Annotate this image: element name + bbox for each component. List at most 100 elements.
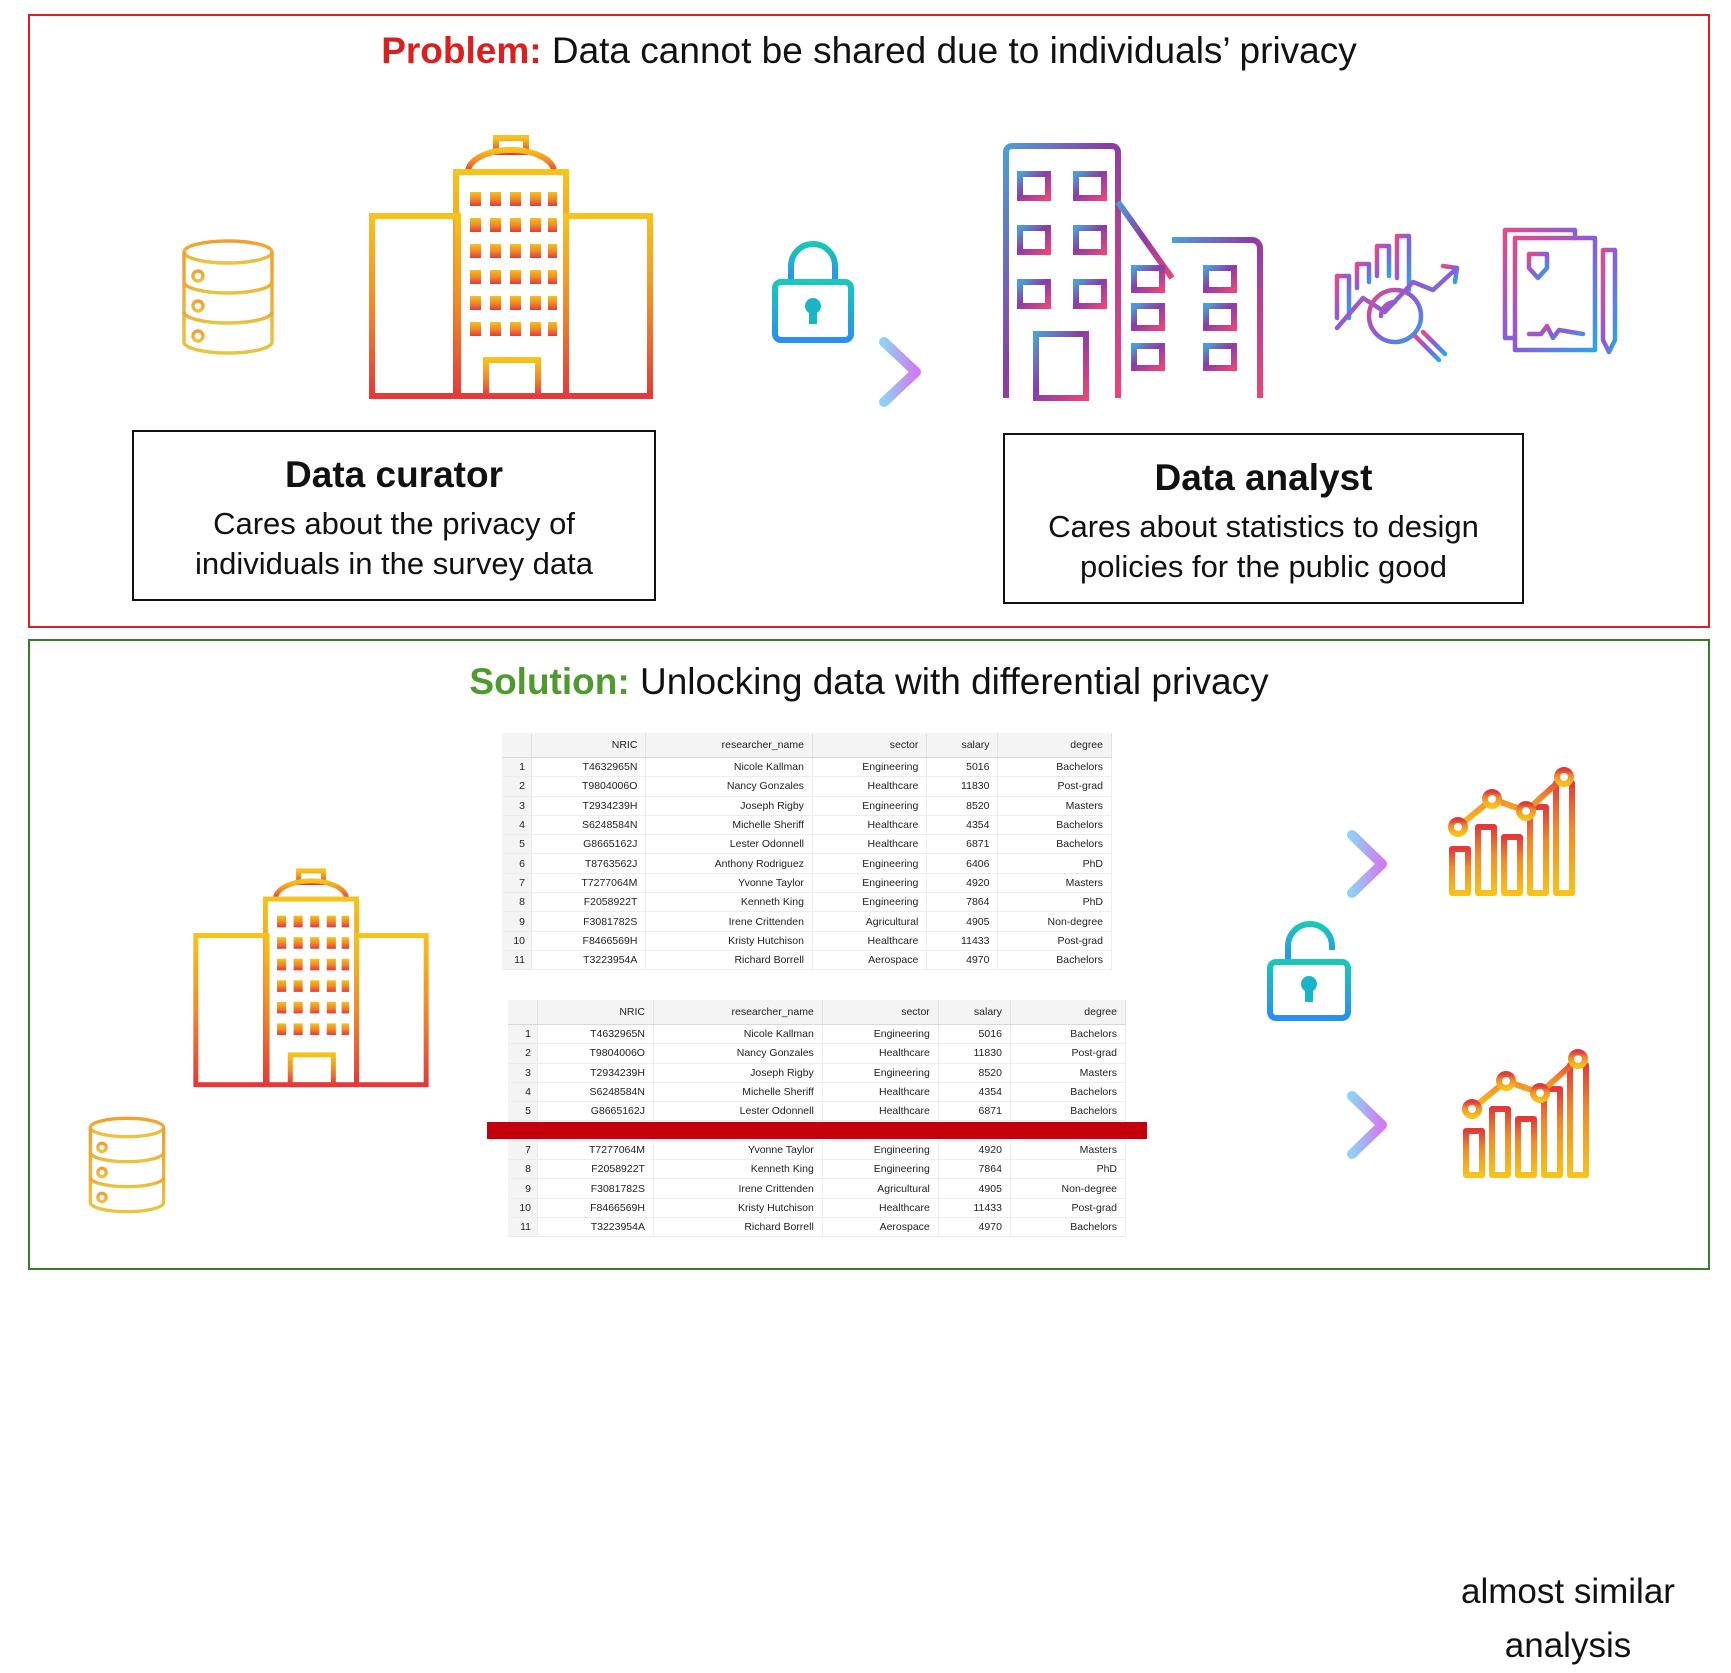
table-cell: Engineering	[812, 853, 928, 874]
table-cell: Nicole Kallman	[645, 757, 813, 778]
column-header: degree	[1010, 1000, 1127, 1025]
table-cell: Engineering	[812, 873, 928, 894]
table-cell: 4970	[926, 950, 999, 971]
table-cell: Healthcare	[812, 815, 928, 836]
table-cell: T7277064M	[531, 873, 647, 894]
table-cell: Yvonne Taylor	[653, 1140, 823, 1161]
curator-name: Data curator	[285, 454, 503, 495]
table-cell: PhD	[1010, 1159, 1127, 1180]
table-cell: Engineering	[822, 1024, 939, 1045]
row-index: 8	[502, 892, 532, 913]
table-cell: T7277064M	[537, 1140, 654, 1161]
analyst-description: Cares about statistics to design policie…	[1048, 509, 1479, 584]
lock-icon	[772, 241, 854, 343]
table-cell: PhD	[997, 853, 1112, 874]
table-cell: 5016	[938, 1024, 1011, 1045]
table-cell: 6871	[926, 834, 999, 855]
table-cell: T3223954A	[537, 1217, 654, 1238]
column-header: sector	[812, 733, 928, 758]
table-cell: PhD	[997, 892, 1112, 913]
row-index: 8	[508, 1159, 538, 1180]
table-cell: Nancy Gonzales	[645, 776, 813, 797]
row-index: 1	[508, 1024, 538, 1045]
table-cell: Healthcare	[812, 834, 928, 855]
row-index: 5	[508, 1101, 538, 1122]
column-header: researcher_name	[653, 1000, 823, 1025]
table-cell: Masters	[1010, 1063, 1127, 1083]
table-cell: Healthcare	[822, 1198, 939, 1218]
row-index: 7	[502, 873, 532, 894]
table-cell: 4920	[938, 1140, 1011, 1161]
table-cell: Agricultural	[822, 1178, 939, 1199]
table-cell: Richard Borrell	[645, 950, 813, 971]
problem-title: Problem: Data cannot be shared due to in…	[30, 30, 1708, 72]
arrow-right-icon	[1223, 830, 1387, 898]
problem-text: Data cannot be shared due to individuals…	[551, 30, 1357, 71]
table-cell: Masters	[997, 873, 1112, 894]
table-cell: Kenneth King	[653, 1159, 823, 1180]
redaction-bar	[487, 1122, 1147, 1139]
table-cell: Michelle Sheriff	[645, 815, 813, 836]
row-index: 9	[508, 1178, 538, 1199]
table-cell: Aerospace	[822, 1217, 939, 1238]
table-cell: F8466569H	[537, 1198, 654, 1218]
analyst-name: Data analyst	[1154, 457, 1373, 498]
row-index: 10	[502, 931, 532, 951]
data-analyst-box: Data analyst Cares about statistics to d…	[1003, 433, 1524, 604]
row-index-header	[502, 733, 532, 758]
table-cell: Masters	[1010, 1140, 1127, 1161]
row-index: 2	[508, 1043, 538, 1064]
table-cell: 7864	[926, 892, 999, 913]
table-cell: 5016	[926, 757, 999, 778]
table-cell: Post-grad	[997, 776, 1112, 797]
table-cell: Irene Crittenden	[645, 911, 813, 932]
table-cell: 11830	[926, 776, 999, 797]
problem-label: Problem:	[381, 30, 542, 71]
table-cell: T4632965N	[531, 757, 647, 778]
row-index: 11	[508, 1217, 538, 1238]
unlock-icon	[1267, 921, 1351, 1021]
row-index: 9	[502, 911, 532, 932]
table-cell: Engineering	[812, 796, 928, 816]
analyst-building-icon	[1002, 143, 1264, 401]
table-cell: 11830	[938, 1043, 1011, 1064]
table-cell: 11433	[938, 1198, 1011, 1218]
row-index: 4	[502, 815, 532, 836]
database-icon	[88, 1116, 166, 1214]
table-cell: Bachelors	[997, 834, 1112, 855]
table-cell: T2934239H	[537, 1063, 654, 1083]
table-cell: Bachelors	[1010, 1082, 1127, 1103]
table-cell: 4354	[926, 815, 999, 836]
row-index: 11	[502, 950, 532, 971]
column-header: NRIC	[531, 733, 647, 758]
table-cell: Lester Odonnell	[645, 834, 813, 855]
growth-chart-icon	[1462, 1049, 1589, 1178]
office-building-icon	[369, 122, 653, 399]
solution-label: Solution:	[469, 661, 630, 702]
column-header: sector	[822, 1000, 939, 1025]
table-cell: Healthcare	[812, 776, 928, 797]
table-cell: Aerospace	[812, 950, 928, 971]
table-cell: G8665162J	[537, 1101, 654, 1122]
table-cell: Non-degree	[997, 911, 1112, 932]
row-index: 4	[508, 1082, 538, 1103]
row-index: 6	[502, 853, 532, 874]
table-cell: T2934239H	[531, 796, 647, 816]
table-cell: Irene Crittenden	[653, 1178, 823, 1199]
